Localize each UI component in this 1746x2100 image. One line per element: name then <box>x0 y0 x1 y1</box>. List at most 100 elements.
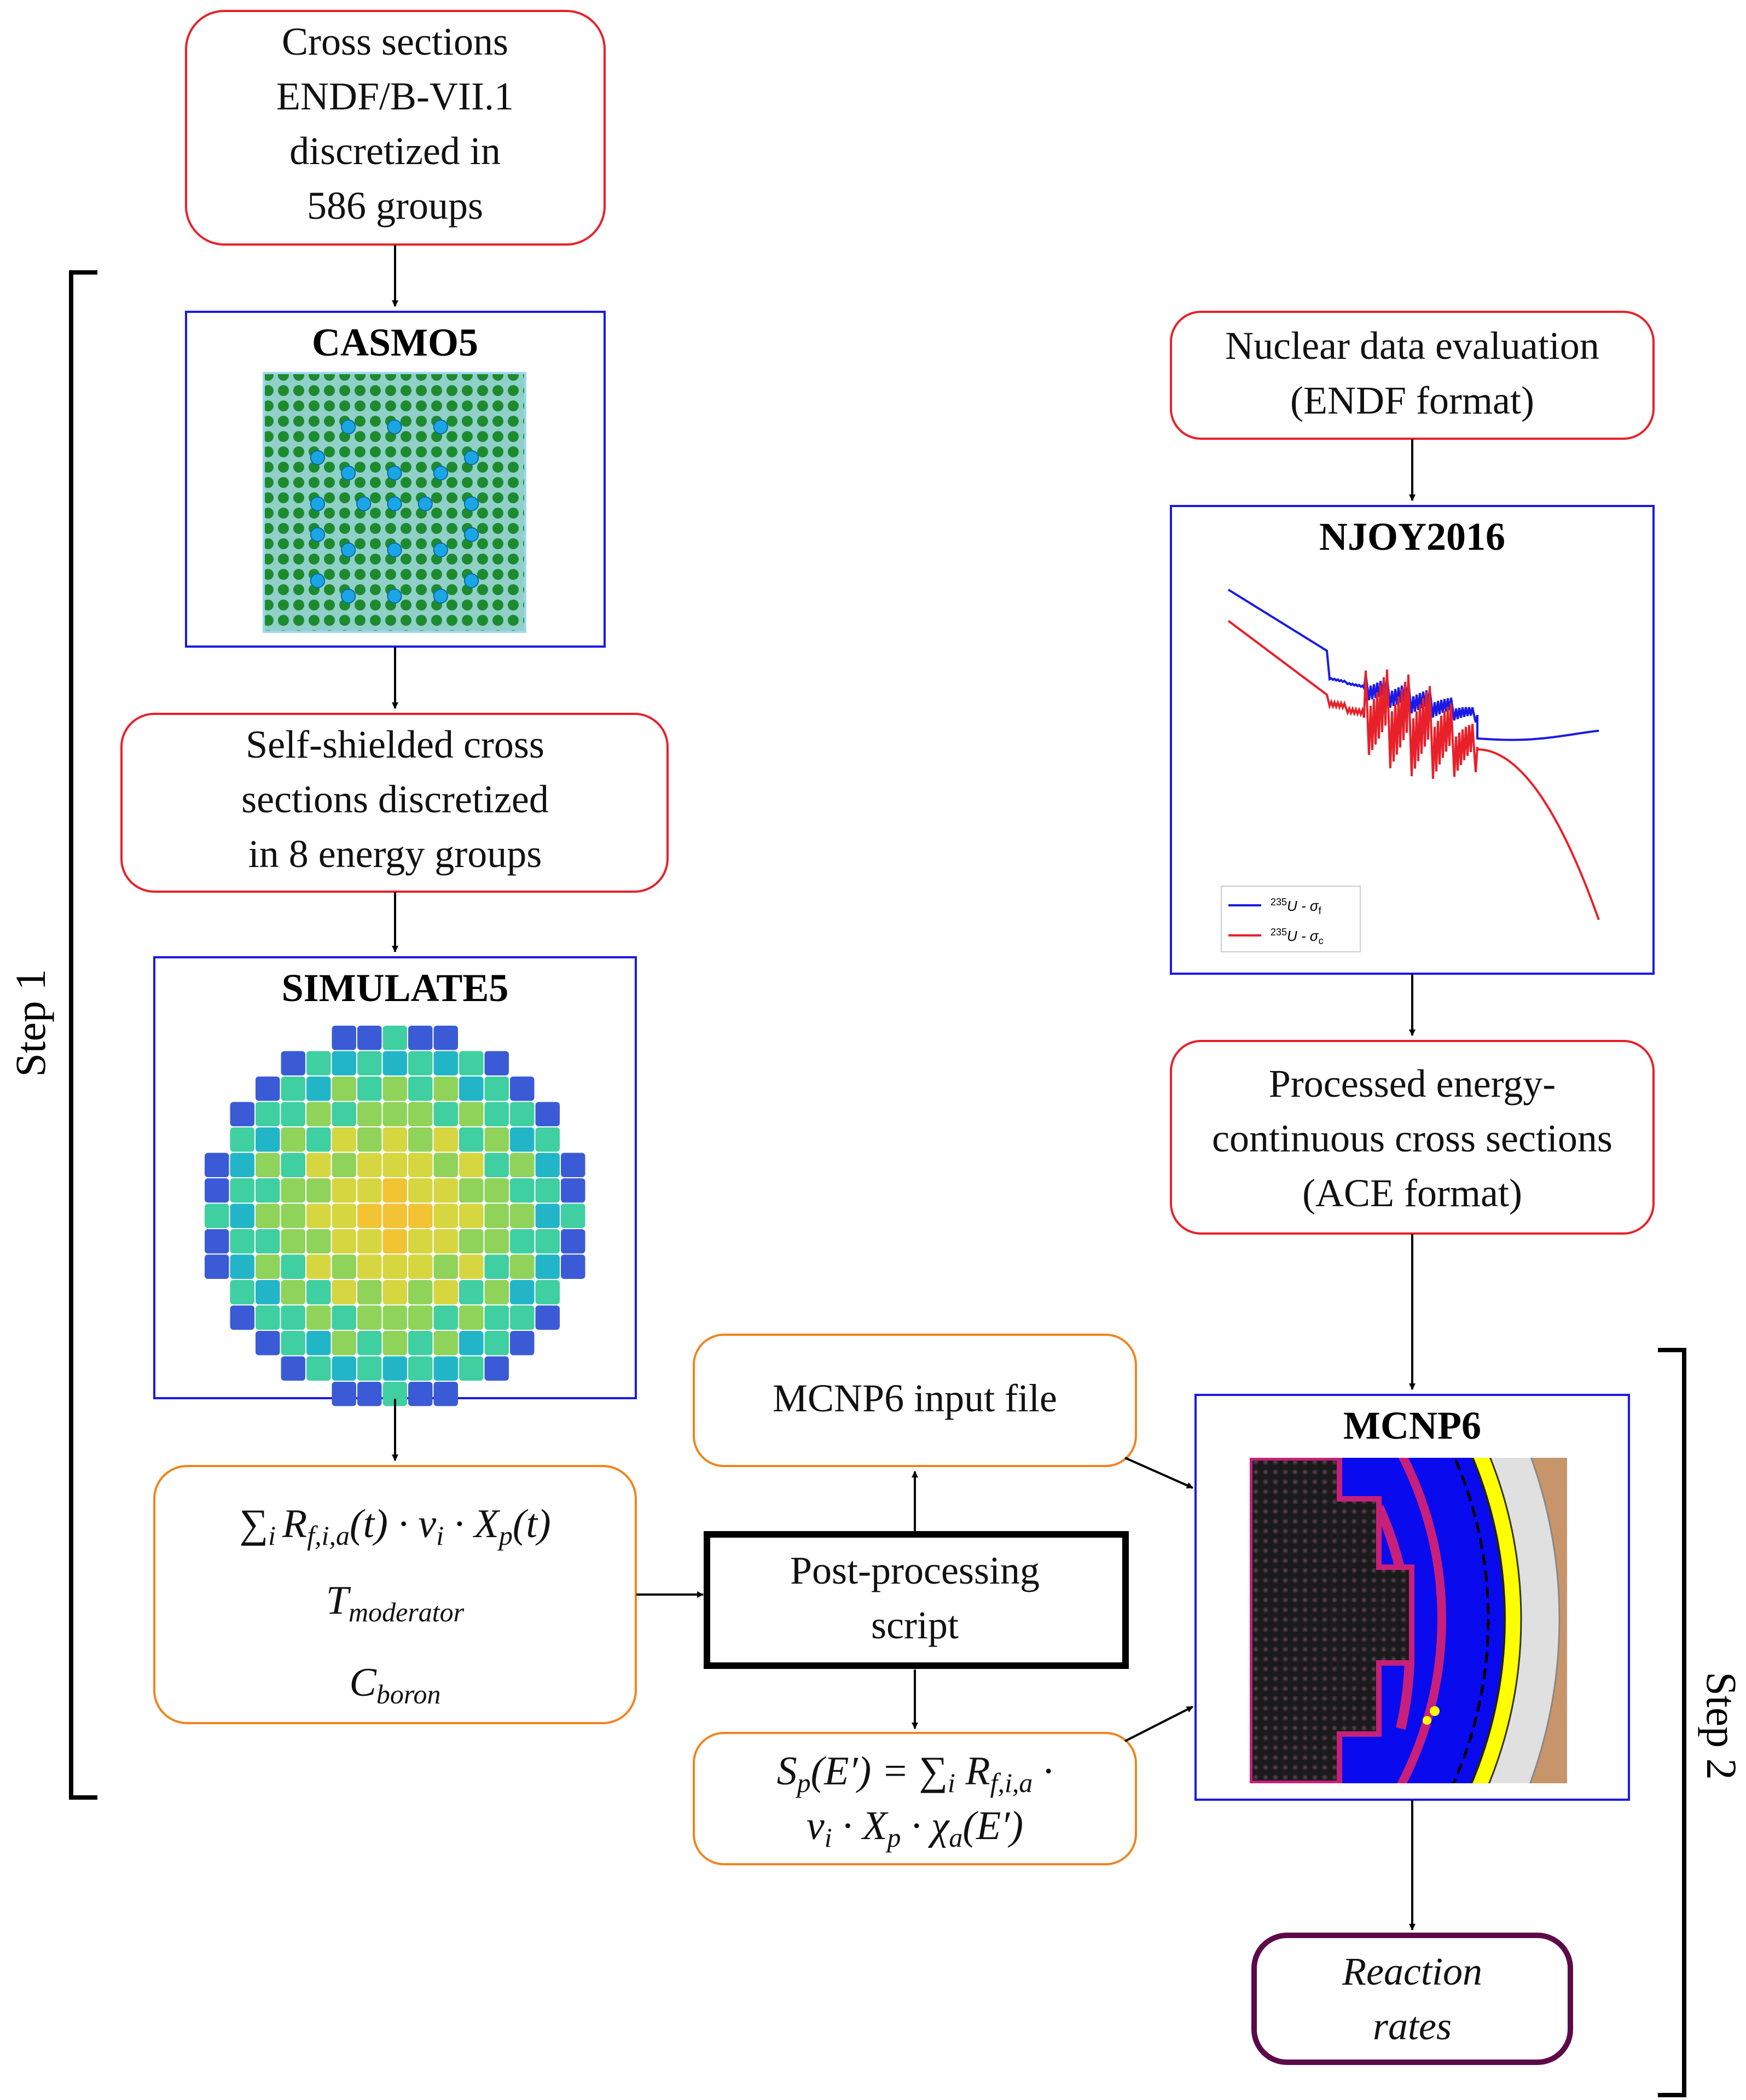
core-assembly-cell <box>459 1051 484 1075</box>
arrow-input-to-mcnp6 <box>1124 1457 1193 1489</box>
core-assembly-cell <box>408 1280 433 1305</box>
core-assembly-cell <box>433 1127 458 1152</box>
core-assembly-cell <box>510 1331 535 1356</box>
x-symbol-2: · X <box>832 1804 889 1848</box>
core-assembly-cell <box>433 1356 458 1381</box>
source-term-line-2: νi · Xp · χa(E′) <box>807 1804 1023 1853</box>
core-assembly-cell <box>433 1077 458 1101</box>
legend-label-capture: 235U - σc <box>1271 927 1324 946</box>
core-assembly-cell <box>230 1305 254 1330</box>
core-assembly-cell <box>230 1127 254 1152</box>
core-assembly-cell <box>281 1280 305 1305</box>
self-shielded-line-1: Self-shielded cross <box>246 723 544 766</box>
core-assembly-cell <box>535 1203 560 1228</box>
core-assembly-cell <box>382 1051 407 1075</box>
core-assembly-cell <box>205 1153 229 1177</box>
guide-tube <box>387 496 402 511</box>
core-assembly-cell <box>256 1127 280 1152</box>
core-assembly-cell <box>408 1051 433 1075</box>
core-assembly-cell <box>281 1051 305 1075</box>
core-assembly-cell <box>510 1254 535 1279</box>
core-assembly-cell <box>459 1178 484 1203</box>
core-assembly-cell <box>281 1077 305 1101</box>
guide-tube <box>463 527 479 542</box>
core-assembly-cell <box>382 1102 407 1126</box>
core-assembly-cell <box>459 1331 484 1356</box>
step2-label: Step 2 <box>1698 1672 1745 1779</box>
core-assembly-cell <box>230 1153 254 1177</box>
core-assembly-cell <box>357 1026 382 1050</box>
self-shielded-node: Self-shielded cross sections discretized… <box>120 713 669 893</box>
core-assembly-cell <box>256 1331 280 1356</box>
core-assembly-cell <box>332 1102 356 1126</box>
nuclear-data-node: Nuclear data evaluation (ENDF format) <box>1170 311 1655 440</box>
r-subscript: f,i,a <box>307 1520 350 1551</box>
core-assembly-cell <box>433 1254 458 1279</box>
cross-sections-line-1: Cross sections <box>282 20 508 63</box>
guide-tube <box>433 589 449 604</box>
core-assembly-cell <box>332 1229 356 1254</box>
core-assembly-cell <box>256 1203 280 1228</box>
t-symbol: T <box>326 1578 351 1623</box>
core-assembly-cell <box>484 1077 509 1101</box>
core-assembly-cell <box>433 1229 458 1254</box>
chi-symbol: · χ <box>901 1804 950 1848</box>
guide-tube <box>463 450 479 466</box>
guide-tube <box>340 419 356 435</box>
guide-tube <box>387 419 402 435</box>
core-assembly-cell <box>357 1331 382 1356</box>
core-assembly-cell <box>433 1382 458 1406</box>
core-assembly-cell <box>256 1229 280 1254</box>
core-assembly-cell <box>535 1153 560 1177</box>
core-assembly-cell <box>433 1051 458 1075</box>
core-assembly-cell <box>357 1178 382 1203</box>
guide-tube <box>356 496 372 511</box>
source-term-node: Sp(E′) = ∑i Rf,i,a · νi · Xp · χa(E′) <box>693 1732 1137 1865</box>
self-shielded-line-3: in 8 energy groups <box>248 832 542 876</box>
core-assembly-cell <box>484 1331 509 1356</box>
core-assembly-cell <box>332 1026 356 1050</box>
core-assembly-cell <box>332 1127 356 1152</box>
core-assembly-cell <box>357 1305 382 1330</box>
core-assembly-cell <box>357 1203 382 1228</box>
post-processing-line-1: Post-processing <box>790 1549 1040 1592</box>
core-assembly-cell <box>510 1203 535 1228</box>
core-assembly-cell <box>332 1356 356 1381</box>
core-assembly-cell <box>281 1331 305 1356</box>
r-symbol-2: R <box>955 1749 990 1794</box>
time-nu: (t) · ν <box>350 1502 436 1546</box>
core-assembly-cell <box>408 1229 433 1254</box>
core-assembly-cell <box>459 1153 484 1177</box>
core-assembly-cell <box>357 1077 382 1101</box>
x-subscript-2: p <box>885 1822 901 1853</box>
step1-label: Step 1 <box>7 969 54 1077</box>
core-assembly-cell <box>306 1331 331 1356</box>
x-subscript: p <box>497 1520 513 1551</box>
core-assembly-cell <box>535 1305 560 1330</box>
core-assembly-cell <box>535 1127 560 1152</box>
core-assembly-cell <box>561 1229 585 1254</box>
core-assembly-cell <box>408 1254 433 1279</box>
guide-tube <box>340 466 356 481</box>
nuclear-data-line-1: Nuclear data evaluation <box>1225 324 1599 368</box>
core-assembly-cell <box>408 1382 433 1406</box>
core-assembly-cell <box>561 1254 585 1279</box>
core-assembly-cell <box>382 1203 407 1228</box>
chi-end: (E′) <box>962 1804 1023 1848</box>
core-assembly-cell <box>459 1229 484 1254</box>
guide-tube <box>463 496 479 511</box>
core-assembly-cell <box>382 1026 407 1050</box>
legend-label-fission: 235U - σf <box>1271 897 1322 916</box>
core-assembly-cell <box>510 1077 535 1101</box>
core-assembly-cell <box>433 1305 458 1330</box>
core-assembly-cell <box>332 1254 356 1279</box>
processed-line-1: Processed energy- <box>1269 1062 1556 1106</box>
core-assembly-cell <box>256 1305 280 1330</box>
cross-sections-line-2: ENDF/B-VII.1 <box>276 74 514 118</box>
core-assembly-cell <box>306 1051 331 1075</box>
core-assembly-cell <box>382 1229 407 1254</box>
nuclear-data-line-2: (ENDF format) <box>1290 379 1534 422</box>
guide-tube <box>310 527 326 542</box>
